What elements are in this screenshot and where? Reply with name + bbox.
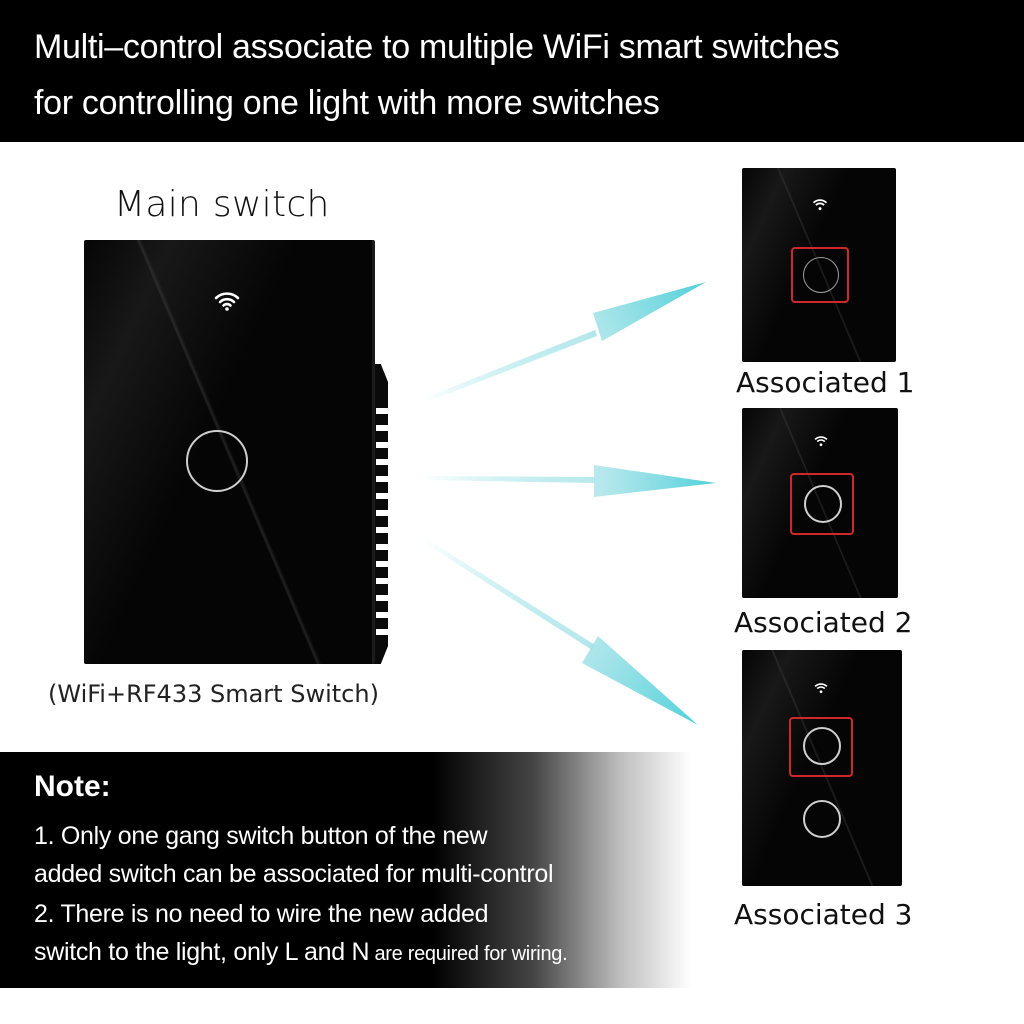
associated-switch-1	[742, 168, 896, 362]
note-item-2-line-1: 2. There is no need to wire the new adde…	[34, 900, 489, 928]
associated-switch-2	[742, 408, 898, 598]
main-switch	[84, 240, 375, 664]
touch-button	[803, 257, 839, 293]
wifi-icon	[812, 199, 828, 211]
note-item-1-line-1: 1. Only one gang switch button of the ne…	[34, 822, 488, 850]
main-switch-subtitle: (WiFi+RF433 Smart Switch)	[48, 680, 379, 708]
highlight-frame	[789, 717, 853, 777]
header-title-line-1: Multi–control associate to multiple WiFi…	[34, 28, 840, 66]
associated-1-label: Associated 1	[736, 366, 915, 399]
main-switch-label: Main switch	[114, 184, 330, 225]
touch-button-2	[803, 800, 841, 838]
wifi-icon	[814, 683, 828, 694]
highlight-frame	[791, 247, 849, 303]
note-panel: Note: 1. Only one gang switch button of …	[0, 752, 720, 988]
associated-2-label: Associated 2	[734, 606, 913, 639]
note-item-2-line-2: switch to the light, only L and N are re…	[34, 938, 568, 967]
note-title: Note:	[34, 770, 111, 803]
header-title-line-2: for controlling one light with more swit…	[34, 84, 660, 122]
arrow-to-associated-3	[423, 538, 698, 725]
touch-button	[186, 430, 248, 492]
associated-3-label: Associated 3	[734, 898, 913, 931]
wifi-icon	[814, 436, 828, 447]
note-item-2-line-2-small: are required for wiring.	[369, 943, 568, 965]
note-item-2-line-2-main: switch to the light, only L and N	[34, 938, 370, 966]
note-item-1-line-2: added switch can be associated for multi…	[34, 860, 554, 888]
highlight-frame	[790, 473, 854, 535]
arrow-to-associated-1	[425, 282, 706, 402]
touch-button	[804, 485, 842, 523]
associated-switch-3	[742, 650, 902, 886]
arrow-to-associated-2	[420, 465, 716, 497]
header-banner: Multi–control associate to multiple WiFi…	[0, 0, 1024, 142]
main-switch-fins	[376, 408, 388, 646]
touch-button-1	[803, 727, 841, 765]
wifi-icon	[214, 292, 240, 311]
